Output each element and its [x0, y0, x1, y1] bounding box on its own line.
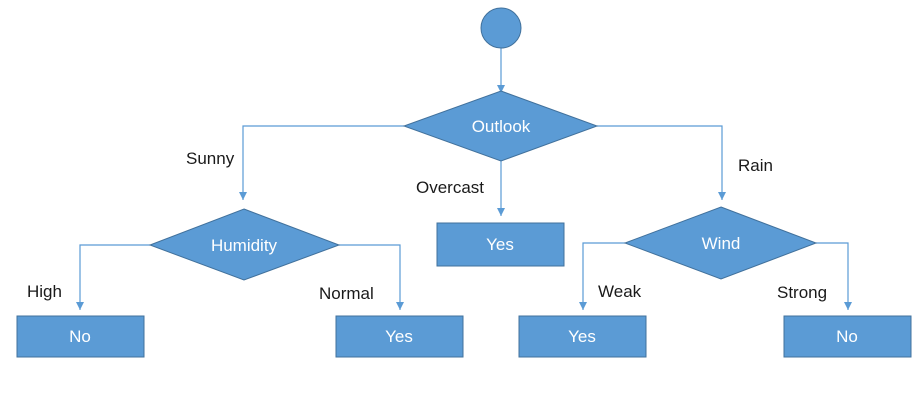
overcast-leaf-node: Yes — [436, 222, 565, 267]
edge-label-sunny: Sunny — [186, 149, 235, 168]
wind-label: Wind — [702, 234, 741, 253]
connector-humidity-high — [76, 244, 150, 310]
humidity-diamond — [148, 208, 341, 281]
humidity-high-leaf-label: No — [69, 327, 91, 346]
wind-strong-leaf-node: No — [783, 315, 912, 358]
wind-strong-leaf-box — [783, 315, 912, 358]
humidity-normal-leaf-node: Yes — [335, 315, 464, 358]
edge-label-normal: Normal — [319, 284, 374, 303]
outlook-decision-node: Outlook — [402, 90, 599, 162]
wind-weak-leaf-label: Yes — [568, 327, 596, 346]
humidity-high-leaf-node: No — [16, 315, 145, 358]
humidity-high-leaf-box — [16, 315, 145, 358]
start-circle — [480, 7, 522, 49]
wind-strong-leaf-label: No — [836, 327, 858, 346]
edge-label-rain: Rain — [738, 156, 773, 175]
wind-decision-node: Wind — [623, 206, 818, 280]
humidity-label: Humidity — [211, 236, 278, 255]
connector-wind-strong — [816, 242, 852, 310]
edge-label-strong: Strong — [777, 283, 827, 302]
wind-weak-leaf-box — [518, 315, 647, 358]
overcast-leaf-box — [436, 222, 565, 267]
connectors — [76, 48, 852, 310]
connector-humidity-normal — [339, 244, 404, 310]
outlook-label: Outlook — [472, 117, 531, 136]
wind-weak-leaf-node: Yes — [518, 315, 647, 358]
connector-outlook-sunny — [239, 125, 404, 200]
humidity-normal-leaf-label: Yes — [385, 327, 413, 346]
wind-diamond — [623, 206, 818, 280]
connector-outlook-rain — [597, 125, 726, 200]
overcast-leaf-label: Yes — [486, 235, 514, 254]
start-node — [480, 7, 522, 49]
humidity-decision-node: Humidity — [148, 208, 341, 281]
edge-label-weak: Weak — [598, 282, 642, 301]
edge-label-high: High — [27, 282, 62, 301]
connector-wind-weak — [579, 242, 625, 310]
outlook-diamond — [402, 90, 599, 162]
humidity-normal-leaf-box — [335, 315, 464, 358]
edge-label-overcast: Overcast — [416, 178, 484, 197]
edge-labels: Sunny Overcast Rain High Normal Weak Str… — [27, 149, 827, 303]
